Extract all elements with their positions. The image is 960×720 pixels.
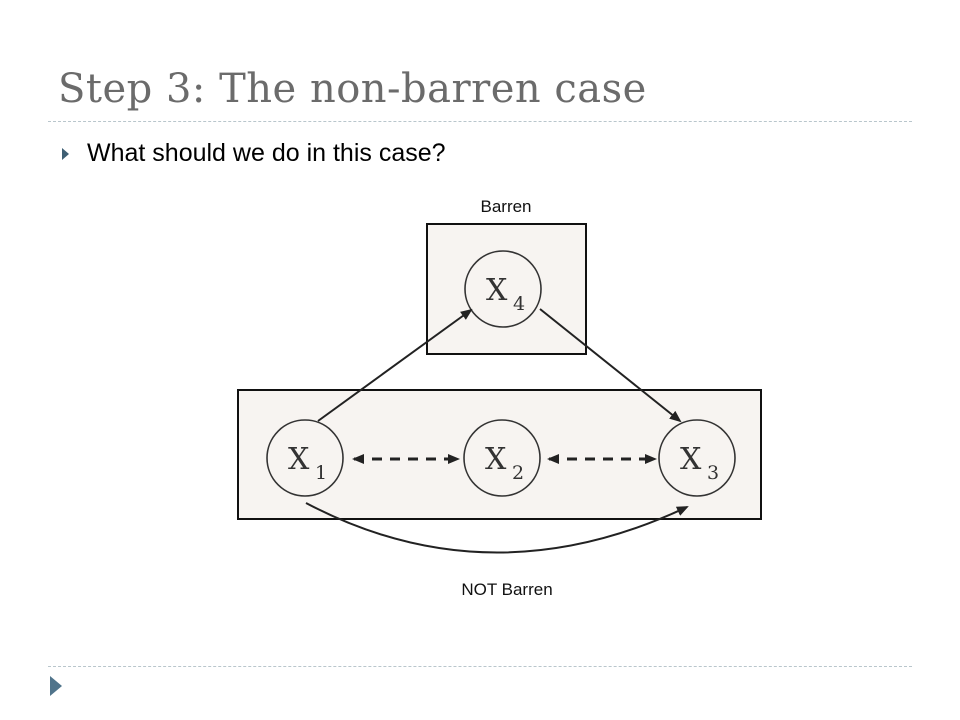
not-barren-label: NOT Barren [461, 580, 553, 599]
edge-x4-x3 [539, 308, 682, 423]
node-x1-subscript: 1 [315, 462, 327, 484]
node-x2-subscript: 2 [512, 462, 524, 484]
bullet-text: What should we do in this case? [87, 139, 446, 167]
node-x3-letter: X [680, 442, 702, 477]
bullet-triangle-icon [62, 147, 69, 160]
node-x2: X 2 [463, 419, 541, 497]
node-x1-letter: X [288, 442, 310, 477]
node-x4-subscript: 4 [513, 293, 525, 315]
node-x4-letter: X [486, 273, 508, 308]
edge-x1-x4 [317, 308, 473, 422]
footer-triangle-icon [50, 676, 62, 696]
edge-x1-x3-curved [305, 502, 689, 554]
title-divider [48, 121, 912, 122]
node-x2-letter: X [485, 442, 507, 477]
slide-title: Step 3: The non-barren case [58, 66, 647, 112]
node-x3-subscript: 3 [707, 462, 719, 484]
node-x3: X 3 [658, 419, 736, 497]
node-x1: X 1 [266, 419, 344, 497]
footer-divider [48, 666, 912, 667]
bullet-item: What should we do in this case? [62, 139, 446, 168]
barren-label: Barren [480, 197, 532, 216]
node-x4: X 4 [464, 250, 542, 328]
